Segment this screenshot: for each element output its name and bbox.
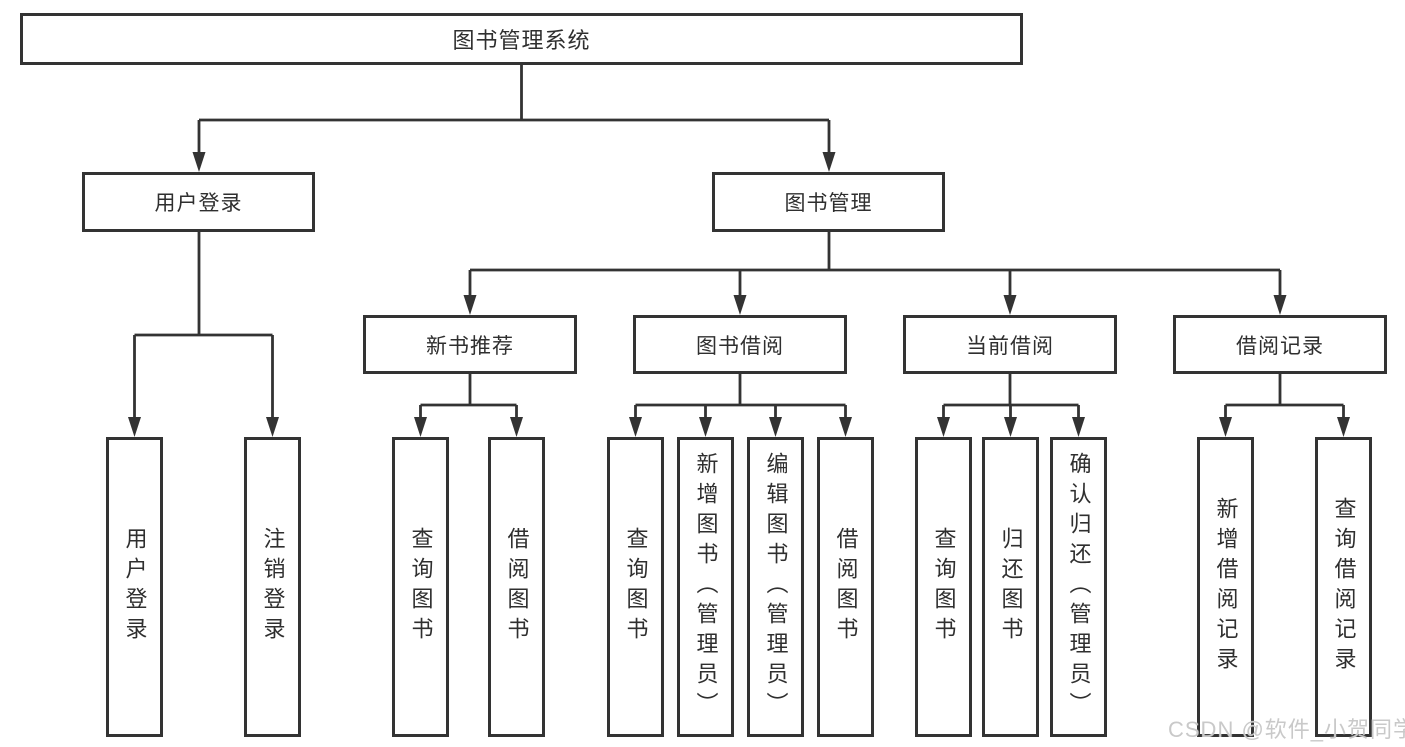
node-label: 图书管理 bbox=[784, 192, 873, 215]
node-new-book-recommend: 新书推荐 bbox=[363, 315, 577, 374]
leaf-return-books: 归还图书 bbox=[982, 437, 1039, 737]
leaf-logout: 注销登录 bbox=[244, 437, 301, 737]
node-label: 借阅图书 bbox=[504, 527, 530, 647]
leaf-query-borrow-record: 查询借阅记录 bbox=[1315, 437, 1372, 737]
connector-current-to-leaves bbox=[942, 374, 1080, 419]
connector-borrowing-to-leaves bbox=[634, 374, 847, 419]
leaf-query-books-3: 查询图书 bbox=[915, 437, 972, 737]
node-label: 新书推荐 bbox=[426, 334, 514, 358]
node-borrowing-records: 借阅记录 bbox=[1173, 315, 1387, 374]
connector-root-to-level2 bbox=[197, 65, 831, 154]
node-label: 查询借阅记录 bbox=[1331, 497, 1357, 677]
node-current-borrowing: 当前借阅 bbox=[903, 315, 1117, 374]
csdn-watermark: CSDN @软件_小贺同学 bbox=[1168, 717, 1405, 742]
node-label: 新增借阅记录 bbox=[1213, 497, 1239, 677]
node-label: 借阅记录 bbox=[1236, 334, 1324, 358]
node-label: 编辑图书（管理员） bbox=[763, 452, 789, 722]
node-label: 新增图书（管理员） bbox=[693, 452, 719, 722]
node-label: 用户登录 bbox=[154, 192, 243, 215]
leaf-edit-books-admin: 编辑图书（管理员） bbox=[747, 437, 804, 737]
node-book-management: 图书管理 bbox=[712, 172, 945, 232]
node-label: 查询图书 bbox=[623, 527, 649, 647]
node-label: 当前借阅 bbox=[966, 334, 1054, 358]
node-user-login: 用户登录 bbox=[82, 172, 315, 232]
node-library-management-system: 图书管理系统 bbox=[20, 13, 1023, 65]
leaf-confirm-return-admin: 确认归还（管理员） bbox=[1050, 437, 1107, 737]
connector-userlogin-to-leaves bbox=[133, 232, 274, 419]
node-label: 用户登录 bbox=[122, 527, 148, 647]
connector-records-to-leaves bbox=[1224, 374, 1345, 419]
leaf-borrow-books-2: 借阅图书 bbox=[817, 437, 874, 737]
node-book-borrowing: 图书借阅 bbox=[633, 315, 847, 374]
node-label: 查询图书 bbox=[408, 527, 434, 647]
node-label: 图书管理系统 bbox=[452, 28, 591, 53]
connector-newbook-to-leaves bbox=[419, 374, 518, 419]
node-label: 归还图书 bbox=[998, 527, 1024, 647]
leaf-user-login: 用户登录 bbox=[106, 437, 163, 737]
connector-bookmgmt-to-level3 bbox=[468, 232, 1282, 297]
node-label: 借阅图书 bbox=[833, 527, 859, 647]
leaf-add-books-admin: 新增图书（管理员） bbox=[677, 437, 734, 737]
leaf-borrow-books-1: 借阅图书 bbox=[488, 437, 545, 737]
node-label: 注销登录 bbox=[260, 527, 286, 647]
node-label: 确认归还（管理员） bbox=[1066, 452, 1092, 722]
node-label: 图书借阅 bbox=[696, 334, 784, 358]
leaf-query-books-2: 查询图书 bbox=[607, 437, 664, 737]
leaf-add-borrow-record: 新增借阅记录 bbox=[1197, 437, 1254, 737]
node-label: 查询图书 bbox=[931, 527, 957, 647]
leaf-query-books-1: 查询图书 bbox=[392, 437, 449, 737]
